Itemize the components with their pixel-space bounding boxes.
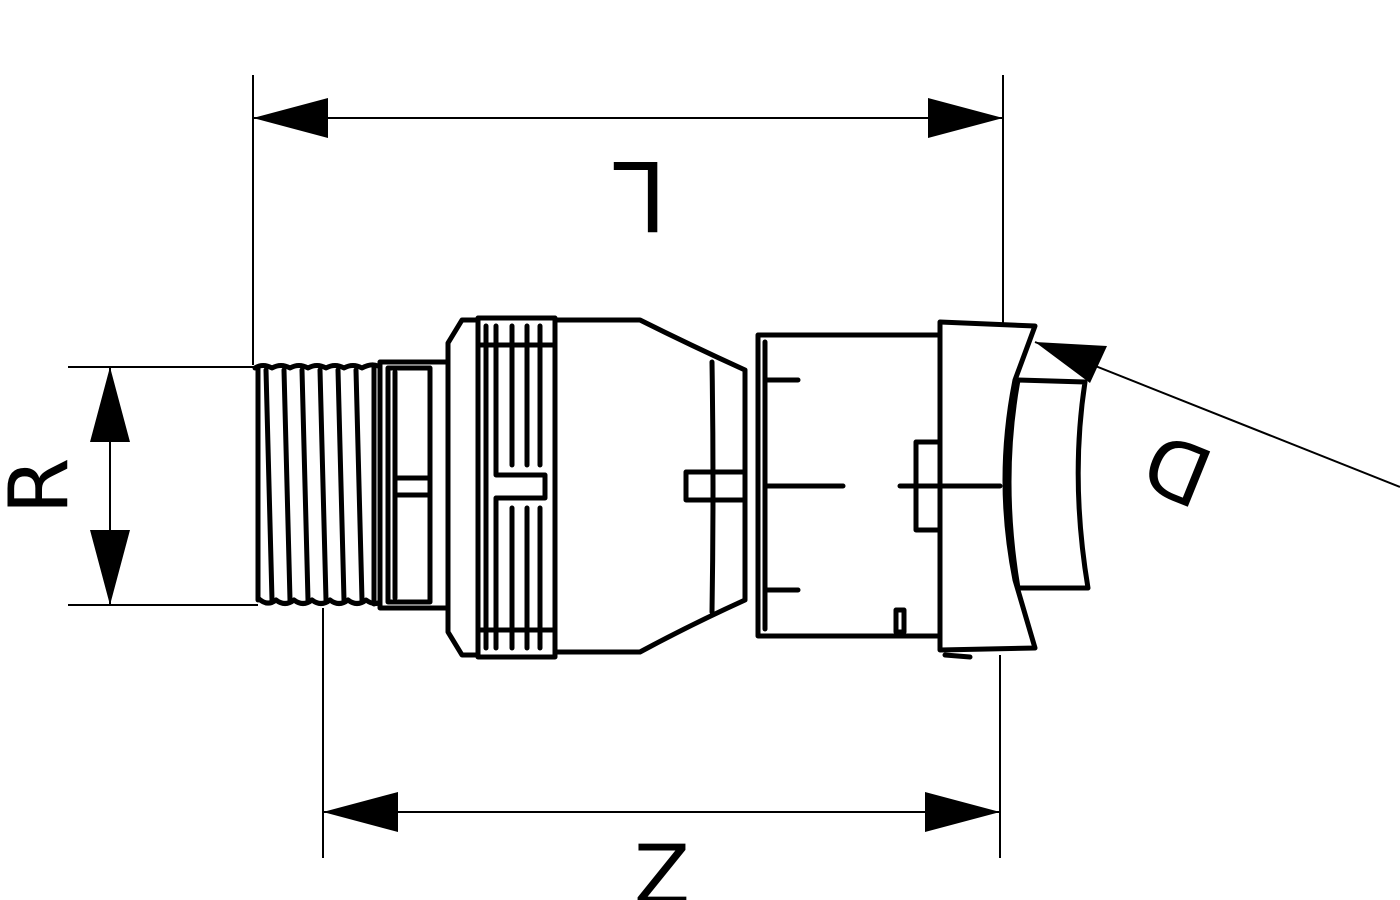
dimension-r: R xyxy=(0,366,258,606)
dimension-r-label: R xyxy=(0,458,88,515)
arrowhead-left xyxy=(253,98,328,138)
dimension-z: Z xyxy=(322,608,1001,900)
main-body xyxy=(552,317,748,655)
male-thread xyxy=(252,362,381,607)
dimension-l: L xyxy=(252,75,1004,365)
dimension-d-label: D xyxy=(1131,412,1225,524)
arrowhead-down xyxy=(90,530,130,605)
press-jaw xyxy=(937,319,1091,660)
sleeve xyxy=(755,332,1003,639)
arrowhead-leader xyxy=(1035,342,1107,383)
arrowhead-up xyxy=(90,367,130,442)
arrowhead-left xyxy=(323,792,398,832)
arrowhead-right xyxy=(925,792,1000,832)
dimension-d: D xyxy=(1034,341,1400,524)
dimension-l-label: L xyxy=(613,139,666,251)
fitting-body xyxy=(252,315,1091,660)
dimension-z-label: Z xyxy=(634,829,690,900)
hex-collar xyxy=(377,359,451,611)
grip-ring xyxy=(445,315,558,660)
arrowhead-right xyxy=(928,98,1003,138)
